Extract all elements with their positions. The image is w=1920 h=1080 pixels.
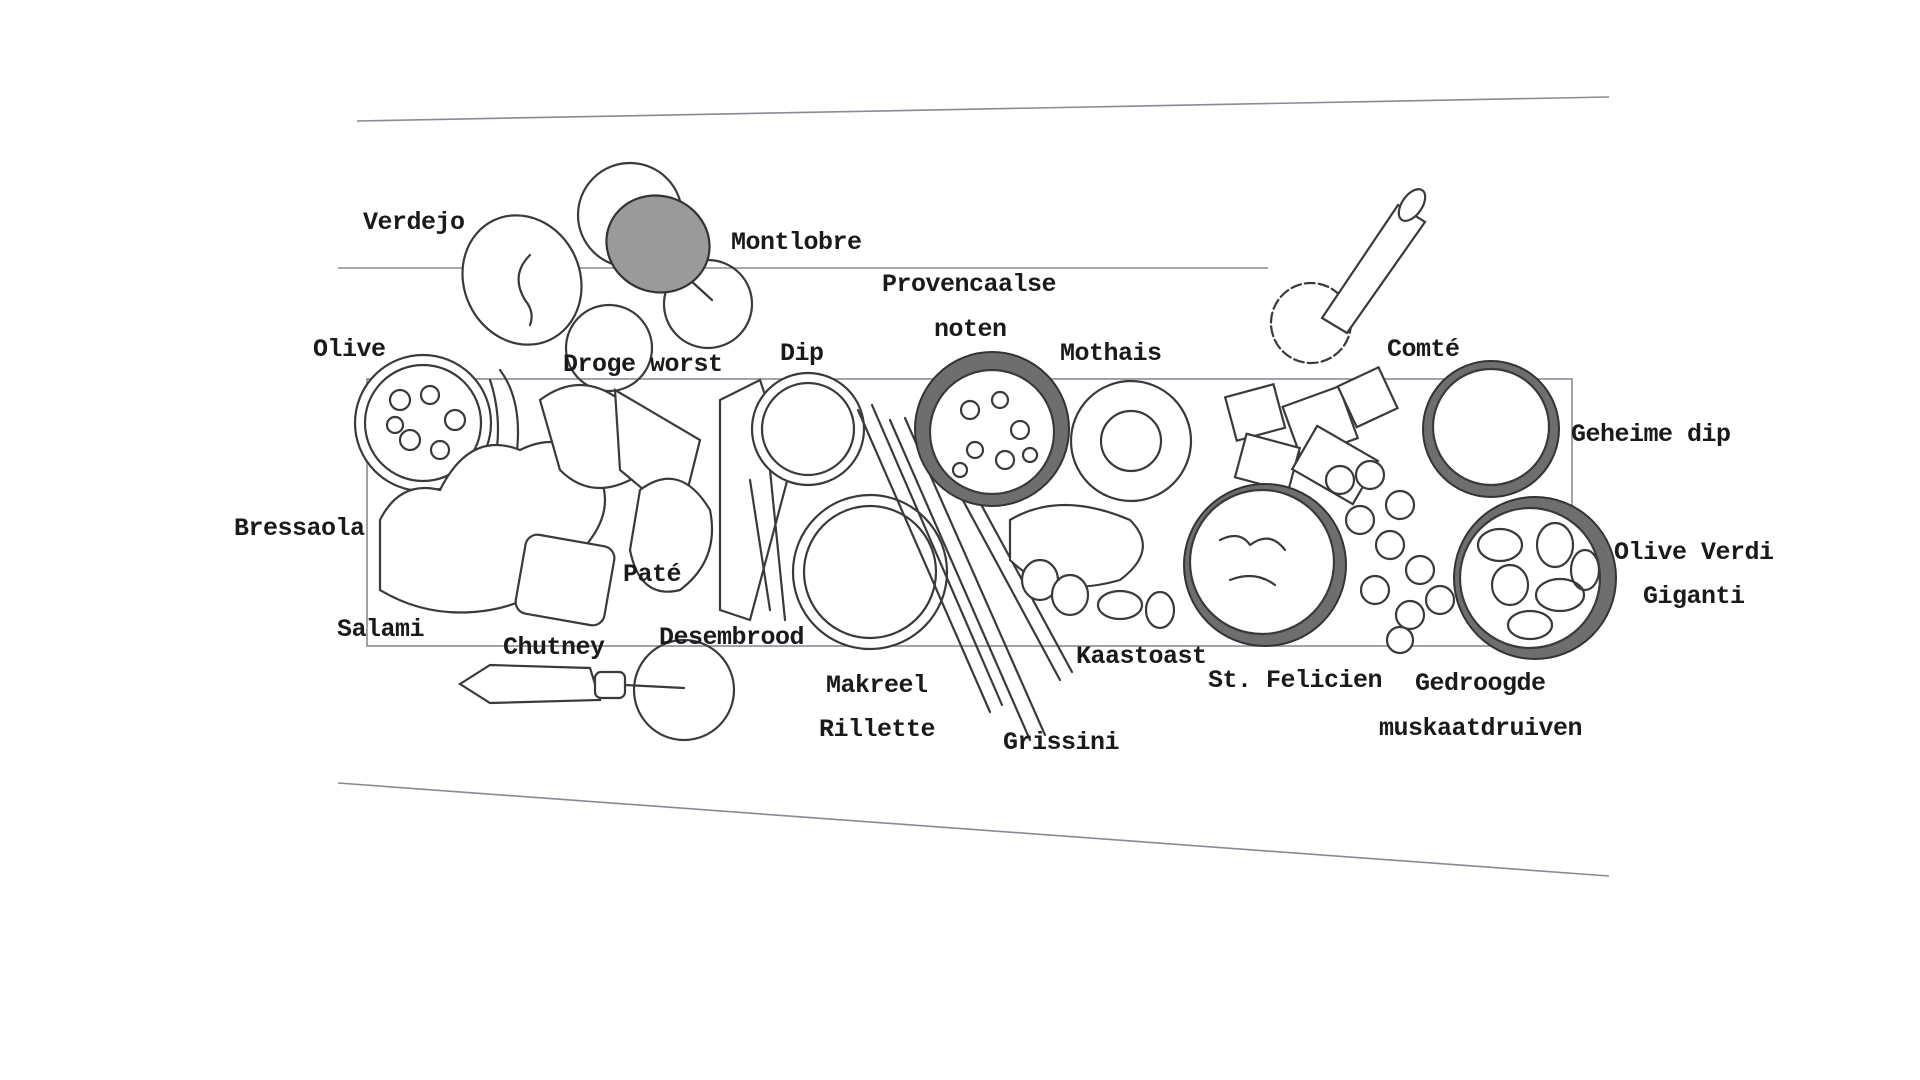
label-muskaatdruiven: muskaatdruiven [1379, 714, 1583, 743]
label-makreel: Makreel [826, 671, 928, 700]
label-dip: Dip [780, 339, 824, 368]
label-montlobre: Montlobre [731, 228, 862, 257]
label-mothais: Mothais [1060, 339, 1162, 368]
kaastoast [1020, 558, 1176, 630]
label-chutney: Chutney [503, 633, 605, 662]
label-provencaalse: Provencaalse [882, 270, 1057, 299]
label-olive-verdi-giganti: Giganti [1643, 582, 1745, 611]
label-olive-verdi: Olive Verdi [1614, 538, 1774, 567]
label-droge-worst: Droge worst [563, 350, 723, 379]
montlobre-glass [576, 161, 754, 350]
label-pate: Paté [623, 560, 682, 589]
provencaalse-noten-bowl [914, 351, 1070, 507]
comte-cubes [1223, 365, 1400, 506]
label-bressaola: Bressaola [234, 514, 365, 543]
muskaatdruiven-grapes [1324, 459, 1456, 655]
label-salami: Salami [337, 615, 425, 644]
glass-base-bottom [632, 638, 736, 742]
label-gedroogde: Gedroogde [1415, 669, 1546, 698]
label-grissini: Grissini [1003, 728, 1120, 757]
cheese-knife [457, 663, 686, 705]
table-bottom-edge [337, 782, 1610, 877]
label-desembrood: Desembrood [659, 623, 805, 652]
makreel-rillette-bowl [791, 493, 949, 651]
label-geheime-dip: Geheime dip [1571, 420, 1731, 449]
st-felicien-cheese [1183, 483, 1347, 647]
table-top-edge [356, 96, 1610, 122]
geheime-dip-bowl [1422, 360, 1560, 498]
label-verdejo: Verdejo [363, 208, 465, 237]
label-provencaalse-noten: noten [934, 315, 1007, 344]
label-comte: Comté [1387, 335, 1460, 364]
label-makreel-rillette: Rillette [819, 715, 936, 744]
verdejo-glass [461, 214, 654, 393]
label-st-felicien: St. Felicien [1208, 666, 1383, 695]
olive-verdi-bowl [1453, 496, 1617, 660]
chutney-dish [514, 533, 616, 627]
dip-bowl [750, 371, 866, 487]
label-kaastoast: Kaastoast [1076, 642, 1207, 671]
candle [1269, 188, 1427, 365]
label-olive: Olive [313, 335, 386, 364]
